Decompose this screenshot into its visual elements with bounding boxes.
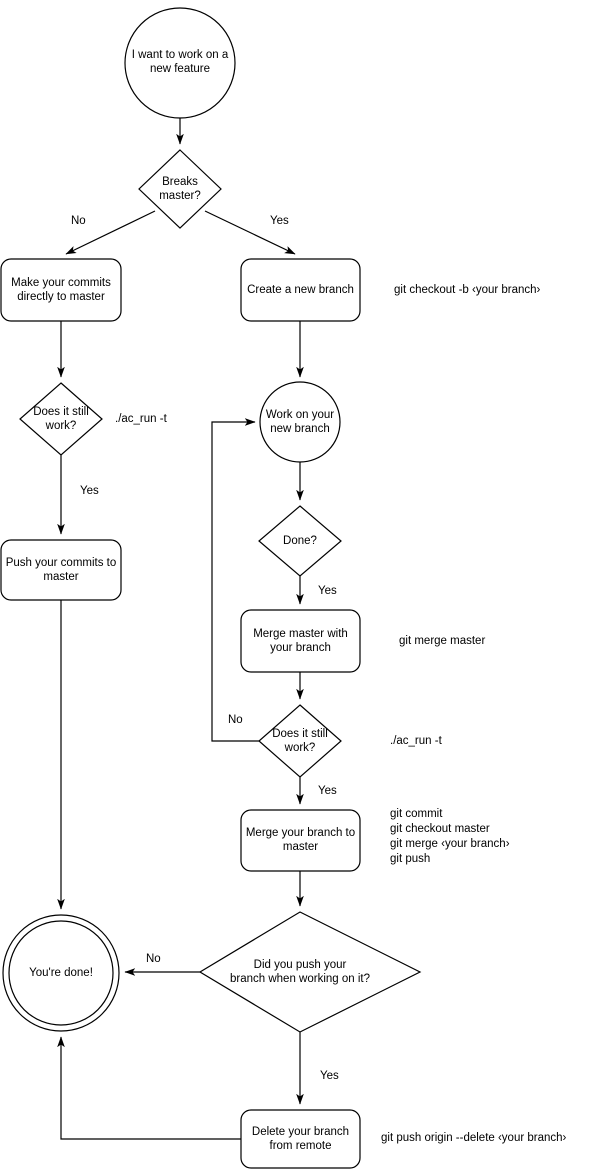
- node-make-commits-shape: [0, 258, 122, 322]
- edge-label-right-test-yes: Yes: [318, 785, 337, 797]
- annotation-merge-master-command: git merge master: [399, 635, 486, 647]
- edge-breaks-no: [65, 210, 156, 255]
- node-left-test-shape: [19, 382, 103, 456]
- annotation-create-branch-command: git checkout -b ‹your branch›: [394, 284, 541, 296]
- node-push-commits-shape: [0, 539, 122, 601]
- annotation-delete-branch-command: git push origin --delete ‹your branch›: [381, 1132, 567, 1144]
- annotation-left-test-command: ./ac_run -t: [115, 413, 167, 425]
- edge-label-done-yes: Yes: [318, 585, 337, 597]
- node-right-test-shape: [258, 704, 342, 778]
- node-did-you-push-shape: [198, 911, 422, 1033]
- edge-label-push-no: No: [146, 953, 161, 965]
- node-work-on-branch-shape: [259, 381, 341, 463]
- node-end-inner-shape: [8, 920, 114, 1026]
- node-merge-master-shape: [240, 609, 361, 673]
- edge-label-left-test-yes: Yes: [80, 485, 99, 497]
- node-delete-branch-shape: [240, 1109, 361, 1169]
- node-merge-branch-shape: [240, 809, 361, 872]
- edge-label-right-test-no: No: [228, 714, 243, 726]
- edge-label-push-yes: Yes: [320, 1070, 339, 1082]
- edge-right-test-no-loop: [211, 418, 259, 742]
- edge-breaks-yes: [204, 210, 296, 255]
- node-start-shape: [124, 7, 236, 119]
- annotation-right-test-command: ./ac_run -t: [390, 735, 442, 747]
- node-breaks-master-shape: [138, 149, 222, 229]
- edge-label-breaks-no: No: [71, 215, 86, 227]
- node-create-branch-shape: [240, 258, 361, 322]
- edge-delete-to-end: [57, 1036, 241, 1140]
- edge-label-breaks-yes: Yes: [270, 215, 289, 227]
- node-done-shape: [258, 505, 342, 577]
- annotation-merge-to-master-commands: git commit git checkout master git merge…: [390, 808, 510, 865]
